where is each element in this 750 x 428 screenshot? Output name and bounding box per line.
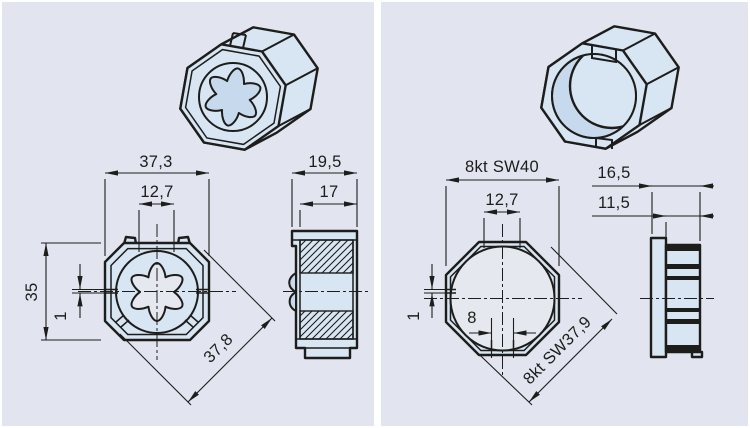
dimline-diagonal-right [528, 318, 613, 403]
left-side-section-view [283, 229, 369, 360]
left-isometric-view [179, 26, 319, 151]
dim-slot-label: 1 [52, 311, 70, 320]
iso-ring-depth-edges [581, 25, 680, 126]
dim-inner-depth-label: 17 [320, 183, 339, 201]
iso-depth-edges [220, 26, 319, 127]
iso-ring-edge [198, 62, 268, 132]
left-front-view [78, 224, 236, 360]
ext-lines-diagonal-right [460, 246, 618, 406]
ext-lines-keyway [490, 318, 515, 358]
iso-bottom-notch [595, 136, 613, 149]
side-flange [649, 236, 668, 359]
ext-lines-slot-right [424, 288, 452, 294]
iso-top-tab-lines [229, 32, 247, 49]
dim-height-label: 35 [23, 283, 41, 302]
dimline-diagonal [187, 317, 273, 403]
ext-lines-bore-width [138, 210, 175, 252]
dim-keyway-label: 8 [467, 309, 476, 327]
iso-front-inner-wall [184, 48, 282, 146]
right-isometric-view [540, 25, 680, 150]
section-star-profile-scallops [288, 272, 297, 312]
dim-slot-right-label: 1 [405, 311, 423, 320]
dim-depth-right-label: 16,5 [597, 164, 630, 182]
dim-depth-label: 19,5 [308, 153, 341, 171]
side-ribs [666, 245, 700, 352]
ext-lines-overall-width [104, 179, 210, 256]
iso-top-notch [591, 45, 617, 64]
dim-across-flats-label: 8kt SW40 [465, 158, 539, 176]
ext-lines-height [41, 242, 101, 341]
dim-overall-width-label: 37,3 [139, 153, 172, 171]
ext-lines-slot [72, 288, 117, 294]
ext-lines-bore-width-right [483, 218, 521, 248]
left-drawing-octagonal-star-adapter: 37,3 12,7 19,5 17 35 1 37,8 [23, 26, 369, 406]
left-dimensions: 37,3 12,7 19,5 17 35 1 37,8 [23, 153, 358, 406]
right-side-view [640, 236, 714, 359]
ext-lines-across-flats [445, 186, 560, 266]
dim-bore-width-right-label: 12,7 [485, 191, 518, 209]
section-hatch-upper [299, 239, 354, 274]
dim-bore-width-label: 12,7 [140, 183, 173, 201]
iso-star-bore [204, 67, 262, 127]
front-inner-wall [110, 247, 204, 336]
side-foot [690, 350, 704, 359]
right-drawing-octagonal-ring-adapter: 8kt SW40 12,7 16,5 11,5 1 [405, 25, 714, 406]
ext-lines-depth [291, 179, 358, 227]
dim-inner-depth-right-label: 11,5 [598, 194, 630, 212]
iso-bore-front-edge [551, 53, 637, 139]
ext-lines-diagonal [119, 249, 276, 406]
section-hatch-lower [299, 310, 354, 340]
dim-diagonal-label: 37,8 [200, 330, 236, 366]
